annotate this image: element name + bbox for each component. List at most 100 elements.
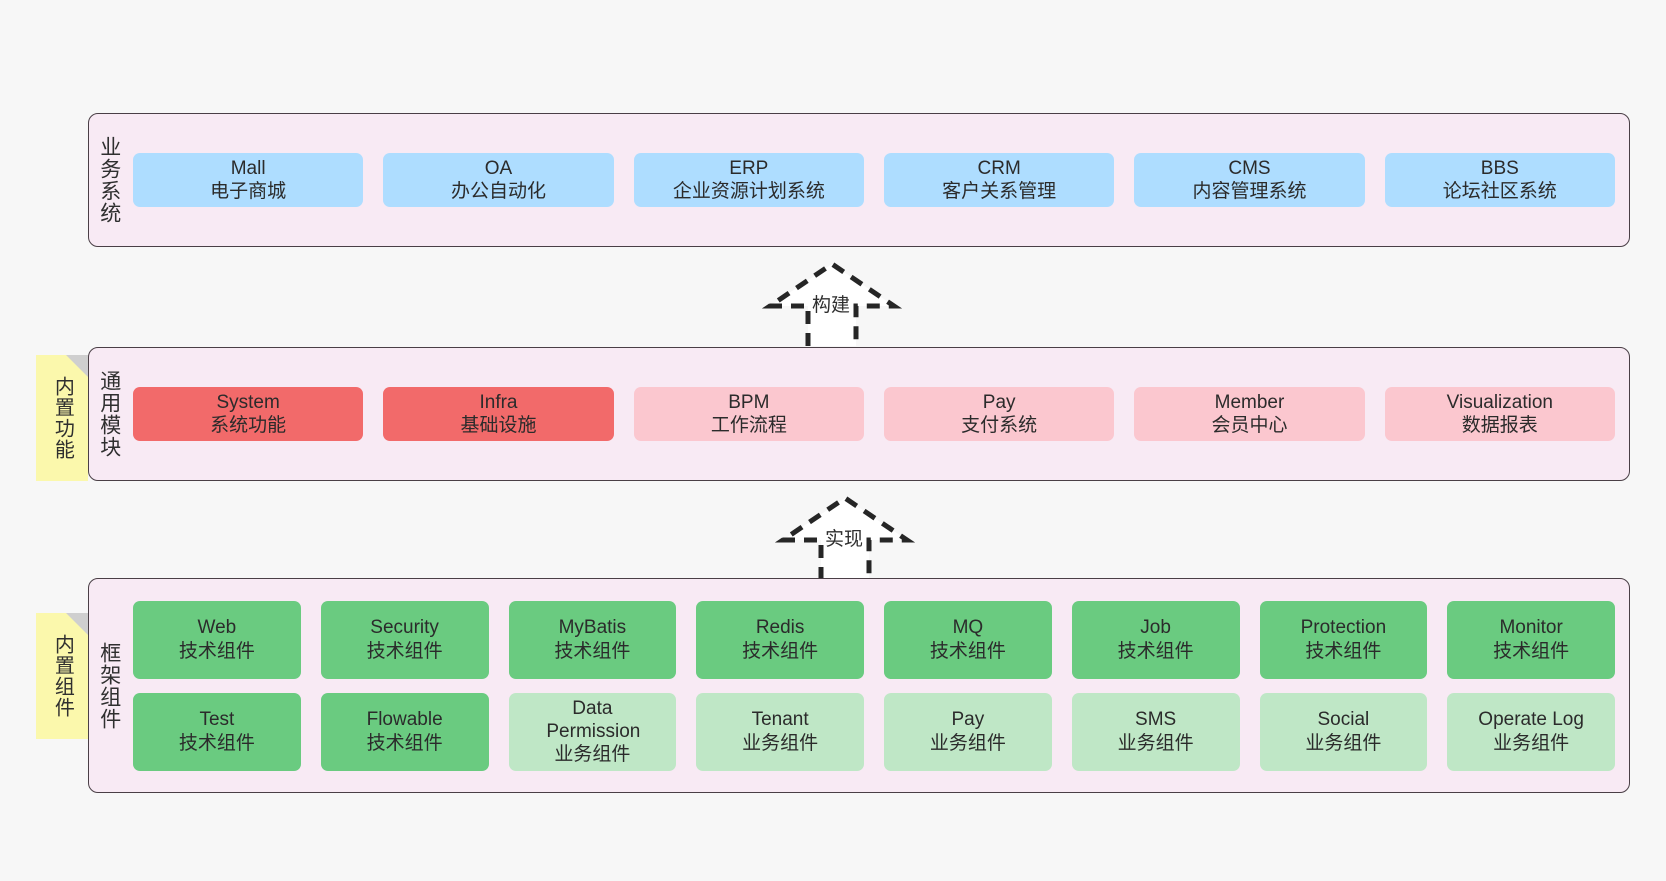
implement-arrow-label: 实现 [825, 529, 864, 550]
node-subtitle: 技术组件 [929, 640, 1006, 662]
node-subtitle: 企业资源计划系统 [672, 181, 825, 202]
node-title: MyBatis [558, 617, 627, 639]
note-label: 内置功能 [51, 376, 74, 460]
node-tenant[interactable]: Tenant 业务组件 [696, 692, 864, 771]
node-title: BPM [728, 391, 770, 413]
layer-body-framework-components: Web 技术组件 Security 技术组件 MyBatis 技术组件 Redi… [129, 579, 1629, 792]
node-sms[interactable]: SMS 业务组件 [1071, 692, 1240, 771]
node-subtitle: 客户关系管理 [942, 181, 1057, 202]
node-row: System 系统功能 Infra 基础设施 BPM 工作流程 Pay 支付系统… [133, 386, 1615, 442]
node-title: Tenant [751, 709, 809, 731]
node-subtitle: 技术组件 [742, 640, 819, 662]
node-subtitle: 技术组件 [178, 640, 255, 662]
node-subtitle: 工作流程 [710, 415, 787, 436]
node-title: System [216, 391, 280, 413]
node-subtitle: 业务组件 [1493, 732, 1570, 754]
node-title: Operate Log [1478, 709, 1584, 731]
node-social[interactable]: Social 业务组件 [1259, 692, 1428, 771]
node-title: Visualization [1446, 391, 1553, 413]
note-label: 内置组件 [51, 634, 74, 718]
node-subtitle: 内容管理系统 [1192, 181, 1307, 202]
node-title: MQ [952, 617, 984, 639]
node-subtitle: 技术组件 [1305, 640, 1382, 662]
node-protection[interactable]: Protection 技术组件 [1259, 600, 1428, 679]
node-subtitle: 电子商城 [210, 181, 287, 202]
node-operate-log[interactable]: Operate Log 业务组件 [1447, 692, 1615, 771]
node-title: SMS [1135, 709, 1177, 731]
node-flowable[interactable]: Flowable 技术组件 [320, 692, 489, 771]
node-title: Flowable [366, 709, 443, 731]
node-subtitle: 支付系统 [961, 415, 1038, 436]
node-subtitle: 业务组件 [1305, 732, 1382, 754]
node-mq[interactable]: MQ 技术组件 [884, 600, 1052, 679]
note-builtin-components: 内置组件 [36, 613, 88, 739]
node-title: Monitor [1499, 617, 1563, 639]
node-title: Test [199, 709, 235, 731]
node-row: Mall 电子商城 OA 办公自动化 ERP 企业资源计划系统 CRM 客户关系… [133, 152, 1615, 208]
node-subtitle: 业务组件 [554, 744, 631, 766]
node-row: Web 技术组件 Security 技术组件 MyBatis 技术组件 Redi… [133, 600, 1615, 679]
node-title: CRM [977, 157, 1021, 179]
node-title: Pay [982, 391, 1016, 413]
node-title: Member [1214, 391, 1285, 413]
node-subtitle: 办公自动化 [450, 181, 546, 202]
node-title: Protection [1300, 617, 1387, 639]
node-subtitle: 论坛社区系统 [1442, 181, 1557, 202]
note-builtin-features: 内置功能 [36, 355, 88, 481]
node-member[interactable]: Member 会员中心 [1134, 386, 1365, 442]
node-title: OA [484, 157, 513, 179]
node-title: Job [1140, 617, 1171, 639]
node-subtitle: 业务组件 [1117, 732, 1194, 754]
node-bpm[interactable]: BPM 工作流程 [633, 386, 864, 442]
layer-title-common-modules: 通用模块 [97, 370, 121, 458]
node-subtitle: 技术组件 [366, 732, 443, 754]
node-subtitle: 技术组件 [1117, 640, 1194, 662]
layer-title-framework-components: 框架组件 [97, 641, 121, 730]
node-bbs[interactable]: BBS 论坛社区系统 [1384, 152, 1615, 208]
node-title: Social [1317, 709, 1370, 731]
node-title: ERP [729, 157, 769, 179]
node-oa[interactable]: OA 办公自动化 [383, 152, 614, 208]
layer-business-systems: 业务系统 Mall 电子商城 OA 办公自动化 ERP 企业资源计划系统 CRM… [88, 113, 1630, 247]
node-row: Test 技术组件 Flowable 技术组件 Data Permission … [133, 692, 1615, 771]
node-web[interactable]: Web 技术组件 [133, 600, 301, 679]
node-crm[interactable]: CRM 客户关系管理 [883, 152, 1115, 208]
node-erp[interactable]: ERP 企业资源计划系统 [633, 152, 864, 208]
note-fold-corner-icon [66, 355, 88, 377]
node-title: Security [370, 617, 439, 639]
build-arrow-label: 构建 [812, 295, 851, 316]
node-mall[interactable]: Mall 电子商城 [133, 152, 364, 208]
node-security[interactable]: Security 技术组件 [320, 600, 489, 679]
node-job[interactable]: Job 技术组件 [1071, 600, 1240, 679]
node-subtitle: 数据报表 [1461, 415, 1538, 436]
layer-body-common-modules: System 系统功能 Infra 基础设施 BPM 工作流程 Pay 支付系统… [129, 348, 1629, 480]
node-system[interactable]: System 系统功能 [133, 386, 364, 442]
node-data-permission[interactable]: Data Permission 业务组件 [508, 692, 677, 771]
layer-framework-components: 框架组件 Web 技术组件 Security 技术组件 MyBatis 技术组件… [88, 578, 1630, 793]
node-title: Data Permission [546, 697, 641, 742]
node-title: Pay [951, 709, 985, 731]
node-monitor[interactable]: Monitor 技术组件 [1447, 600, 1615, 679]
layer-common-modules: 通用模块 System 系统功能 Infra 基础设施 BPM 工作流程 Pay… [88, 347, 1630, 481]
node-title: Infra [479, 391, 518, 413]
node-infra[interactable]: Infra 基础设施 [383, 386, 614, 442]
node-test[interactable]: Test 技术组件 [133, 692, 301, 771]
node-subtitle: 会员中心 [1211, 415, 1288, 436]
node-cms[interactable]: CMS 内容管理系统 [1134, 152, 1365, 208]
note-fold-corner-icon [66, 613, 88, 635]
node-subtitle: 业务组件 [929, 732, 1006, 754]
node-title: BBS [1480, 157, 1519, 179]
node-title: CMS [1228, 157, 1271, 179]
node-title: Web [197, 617, 237, 639]
node-subtitle: 业务组件 [742, 732, 819, 754]
node-title: Mall [230, 157, 266, 179]
node-redis[interactable]: Redis 技术组件 [696, 600, 864, 679]
node-visualization[interactable]: Visualization 数据报表 [1384, 386, 1615, 442]
node-pay-module[interactable]: Pay 支付系统 [883, 386, 1115, 442]
node-mybatis[interactable]: MyBatis 技术组件 [508, 600, 677, 679]
node-subtitle: 技术组件 [366, 640, 443, 662]
layer-body-business-systems: Mall 电子商城 OA 办公自动化 ERP 企业资源计划系统 CRM 客户关系… [129, 114, 1629, 246]
layer-title-business-systems: 业务系统 [97, 136, 121, 224]
node-subtitle: 基础设施 [460, 415, 537, 436]
node-pay-component[interactable]: Pay 业务组件 [884, 692, 1052, 771]
